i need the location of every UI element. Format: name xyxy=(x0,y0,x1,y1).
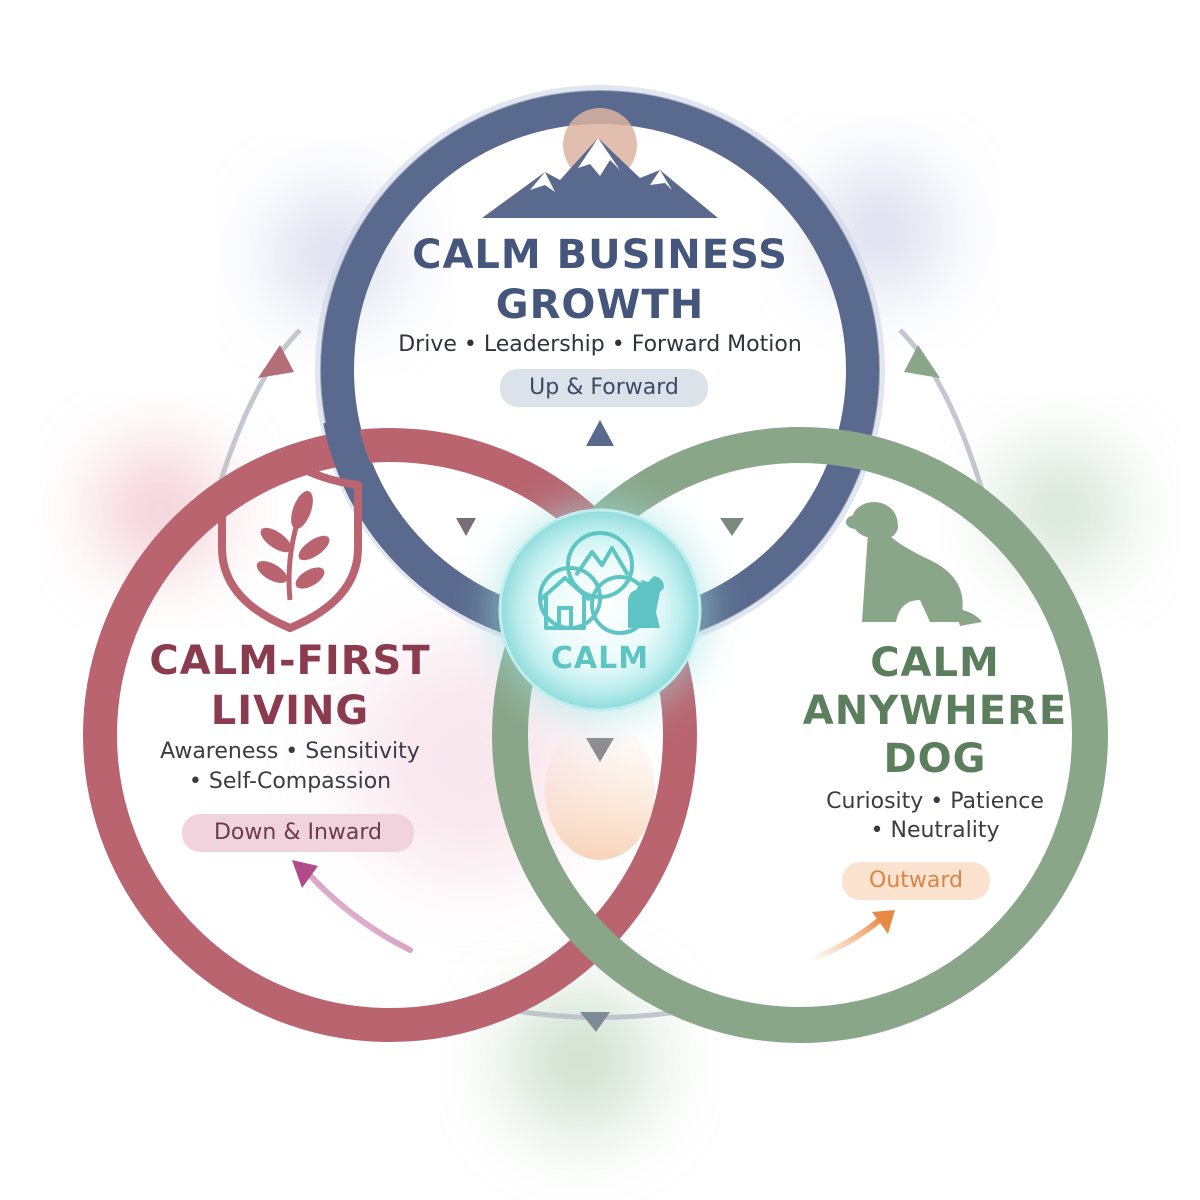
living-title-line2: LIVING xyxy=(210,688,370,734)
mini-dog-icon xyxy=(628,576,664,628)
living-direction-pill: Down & Inward xyxy=(182,814,414,852)
inner-arrow-triangles xyxy=(456,420,744,762)
circle-dog xyxy=(492,427,1108,1043)
living-title-line1: CALM-FIRST xyxy=(149,638,431,684)
lower-lens-glow xyxy=(545,720,655,860)
business-title-line2: GROWTH xyxy=(495,282,705,328)
dog-title-line2: ANYWHERE xyxy=(802,688,1068,734)
dog-title-line3: DOG xyxy=(883,736,987,782)
dog-traits-line1: Curiosity • Patience xyxy=(826,789,1044,814)
shield-leaf-icon xyxy=(218,458,362,632)
dog-traits-line2: • Neutrality xyxy=(870,818,1000,843)
dog-icon xyxy=(846,502,982,626)
center-emblem xyxy=(490,500,710,720)
calm-emblem-icon xyxy=(538,531,650,635)
living-traits-line2: • Self-Compassion xyxy=(188,769,392,794)
cycle-arrow-heads xyxy=(258,345,940,1032)
circle-living xyxy=(83,428,697,1042)
dog-title-line1: CALM xyxy=(870,640,1000,686)
arrow-down-inward xyxy=(292,860,413,953)
business-title-line1: CALM BUSINESS xyxy=(412,232,788,278)
mountain-icon xyxy=(482,108,718,218)
living-traits-line1: Awareness • Sensitivity xyxy=(160,739,420,764)
business-direction-pill: Up & Forward xyxy=(500,369,708,407)
business-traits: Drive • Leadership • Forward Motion xyxy=(398,332,802,357)
arrow-outward xyxy=(807,910,895,963)
dog-direction-pill: Outward xyxy=(842,862,990,900)
center-calm-label: CALM xyxy=(550,641,650,676)
